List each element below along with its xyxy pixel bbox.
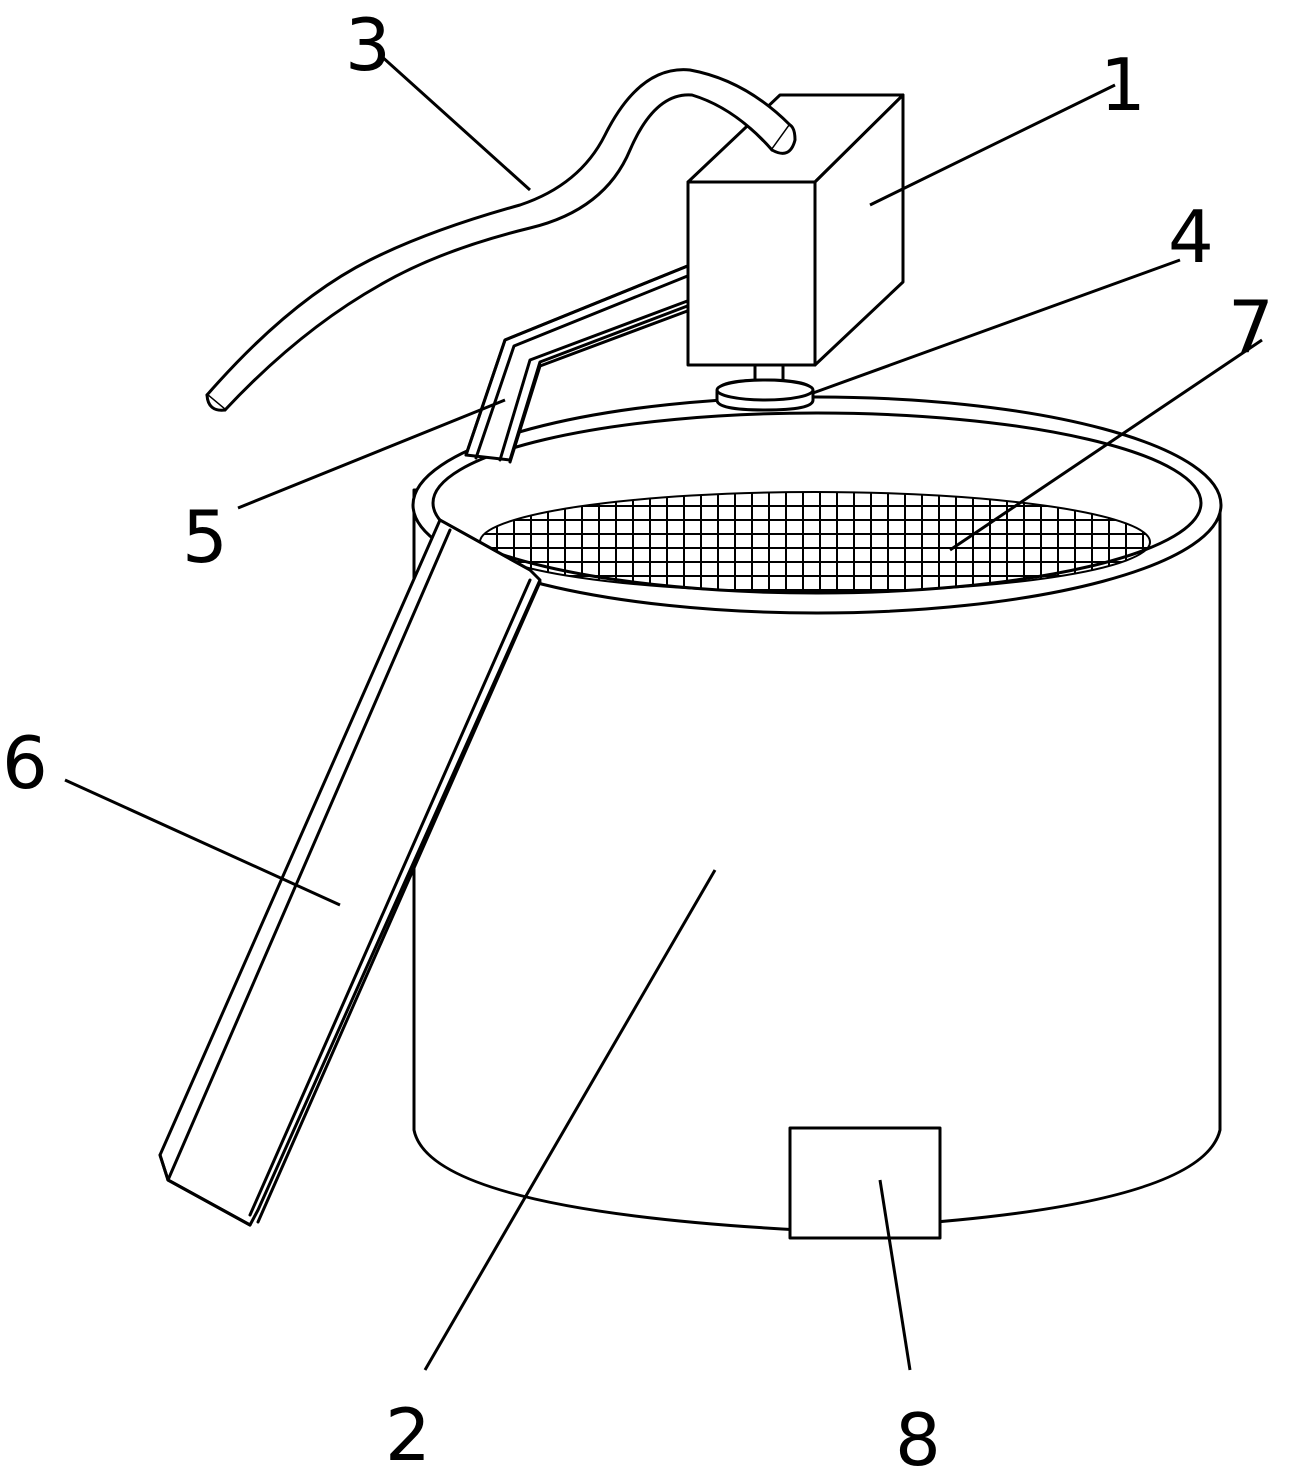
label-coupling: 4 bbox=[1168, 195, 1214, 279]
barrel bbox=[411, 395, 1223, 1232]
support-bracket bbox=[464, 263, 692, 464]
label-hose: 3 bbox=[345, 3, 391, 87]
leader-lines bbox=[64, 53, 1263, 1371]
label-mesh: 7 bbox=[1228, 285, 1274, 369]
label-bracket: 5 bbox=[182, 495, 228, 579]
label-chute: 6 bbox=[2, 721, 48, 805]
discharge-chute bbox=[158, 518, 542, 1227]
hose bbox=[205, 68, 797, 412]
outlet-box bbox=[788, 1126, 942, 1240]
part-numbers: 1 2 3 4 5 6 7 8 bbox=[2, 3, 1274, 1474]
label-barrel: 2 bbox=[385, 1393, 431, 1474]
label-motor: 1 bbox=[1100, 43, 1146, 127]
coupling bbox=[715, 363, 815, 412]
label-outlet: 8 bbox=[895, 1398, 941, 1474]
